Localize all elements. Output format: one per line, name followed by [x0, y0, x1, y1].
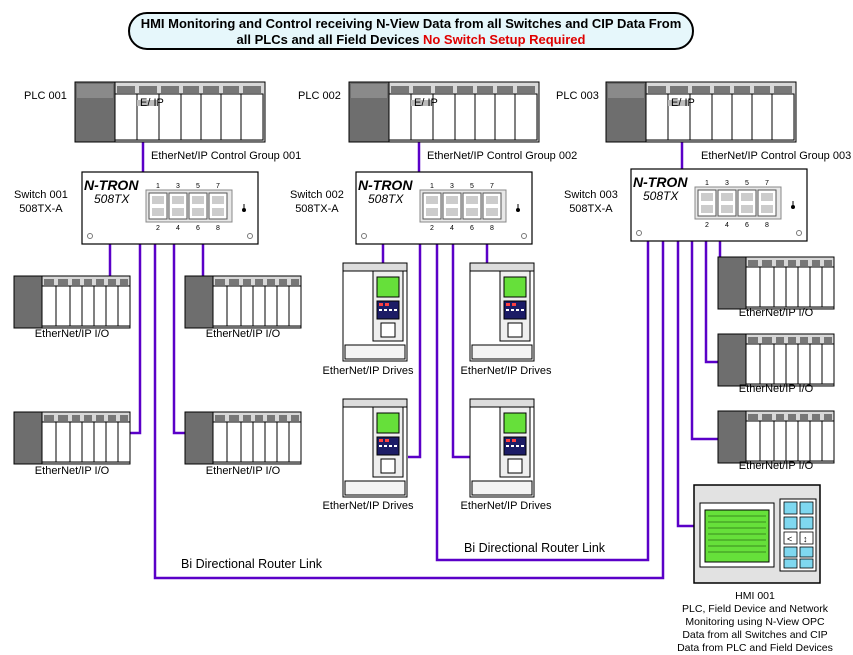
port-number: 6 [470, 225, 474, 232]
hmi-key-left-glyph: < [787, 534, 792, 544]
io-rack [717, 256, 835, 310]
drive-label: EtherNet/IP Drives [460, 500, 552, 512]
switch-product-label: 508TX [94, 192, 130, 206]
hmi-caption-line: PLC, Field Device and Network [682, 603, 828, 615]
plc-module-label: E/ IP [414, 97, 438, 109]
control-group-label: EtherNet/IP Control Group 002 [427, 150, 578, 162]
drive-unit [342, 262, 408, 362]
port-number: 3 [450, 183, 454, 190]
switch-brand-logo: N-TRON [84, 177, 139, 193]
port-number: 1 [156, 183, 160, 190]
hmi-caption-line: Monitoring using N-View OPC [685, 616, 825, 628]
router-link-label: Bi Directional Router Link [181, 557, 323, 571]
title-line-2-highlight: No Switch Setup Required [422, 32, 586, 47]
title-line-1: HMI Monitoring and Control receiving N-V… [140, 16, 682, 31]
plc-rack [605, 81, 797, 143]
switch-brand-logo: N-TRON [358, 177, 413, 193]
io-rack [184, 275, 302, 329]
port-number: 2 [705, 222, 709, 229]
router-link-label: Bi Directional Router Link [464, 541, 606, 555]
port-number: 7 [765, 180, 769, 187]
io-label: EtherNet/IP I/O [34, 328, 110, 340]
switch-model: 508TX-A [295, 203, 339, 215]
port-number: 1 [430, 183, 434, 190]
port-number: 8 [216, 225, 220, 232]
hmi-name: HMI 001 [735, 590, 775, 602]
control-group-label: EtherNet/IP Control Group 003 [701, 150, 852, 162]
plc-rack [348, 81, 540, 143]
port-number: 5 [470, 183, 474, 190]
io-rack [717, 410, 835, 464]
network-links [108, 142, 722, 580]
port-number: 7 [490, 183, 494, 190]
hmi-caption-line: Data from PLC and Field Devices [677, 642, 833, 654]
plc-module-label: E/ IP [140, 97, 164, 109]
switch-product-label: 508TX [368, 192, 404, 206]
plc-label: PLC 001 [24, 90, 67, 102]
plc-label: PLC 003 [556, 90, 599, 102]
switch-model: 508TX-A [569, 203, 613, 215]
drive-label: EtherNet/IP Drives [322, 365, 414, 377]
hmi-key-updown-glyph: ↕ [803, 534, 808, 544]
title-line-2-text: all PLCs and all Field Devices [236, 32, 420, 47]
port-number: 3 [176, 183, 180, 190]
plc-module-label: E/ IP [671, 97, 695, 109]
io-label: EtherNet/IP I/O [205, 465, 281, 477]
port-number: 7 [216, 183, 220, 190]
port-number: 4 [450, 225, 454, 232]
port-number: 4 [176, 225, 180, 232]
switch-name: Switch 001 [14, 189, 68, 201]
io-rack [13, 411, 131, 465]
port-number: 8 [490, 225, 494, 232]
port-number: 2 [430, 225, 434, 232]
switch-name: Switch 002 [290, 189, 344, 201]
control-group-label: EtherNet/IP Control Group 001 [151, 150, 302, 162]
switch-label: Switch 002 508TX-A [290, 188, 344, 216]
io-label: EtherNet/IP I/O [738, 383, 814, 395]
io-label: EtherNet/IP I/O [738, 460, 814, 472]
port-number: 3 [725, 180, 729, 187]
port-number: 6 [196, 225, 200, 232]
switch-model: 508TX-A [19, 203, 63, 215]
plc-label: PLC 002 [298, 90, 341, 102]
port-number: 5 [745, 180, 749, 187]
io-label: EtherNet/IP I/O [34, 465, 110, 477]
switch-product-label: 508TX [643, 189, 679, 203]
io-rack [184, 411, 302, 465]
port-number: 1 [705, 180, 709, 187]
io-label: EtherNet/IP I/O [205, 328, 281, 340]
switch-name: Switch 003 [564, 189, 618, 201]
title-line-2: all PLCs and all Field Devices No Switch… [130, 32, 692, 48]
io-label: EtherNet/IP I/O [738, 307, 814, 319]
switch-label: Switch 001 508TX-A [14, 188, 68, 216]
port-number: 5 [196, 183, 200, 190]
io-rack [717, 333, 835, 387]
plc-rack [74, 81, 266, 143]
port-number: 4 [725, 222, 729, 229]
drive-unit [342, 398, 408, 498]
drive-unit [469, 398, 535, 498]
drive-label: EtherNet/IP Drives [460, 365, 552, 377]
switch-label: Switch 003 508TX-A [564, 188, 618, 216]
port-number: 2 [156, 225, 160, 232]
drive-label: EtherNet/IP Drives [322, 500, 414, 512]
hmi-panel: < ↕ [693, 484, 821, 584]
diagram-title: HMI Monitoring and Control receiving N-V… [128, 12, 694, 50]
switch-brand-logo: N-TRON [633, 174, 688, 190]
hmi-caption: HMI 001 PLC, Field Device and Network Mo… [660, 590, 850, 655]
io-rack [13, 275, 131, 329]
port-number: 6 [745, 222, 749, 229]
port-number: 8 [765, 222, 769, 229]
drive-unit [469, 262, 535, 362]
hmi-caption-line: Data from all Switches and CIP [682, 629, 828, 641]
